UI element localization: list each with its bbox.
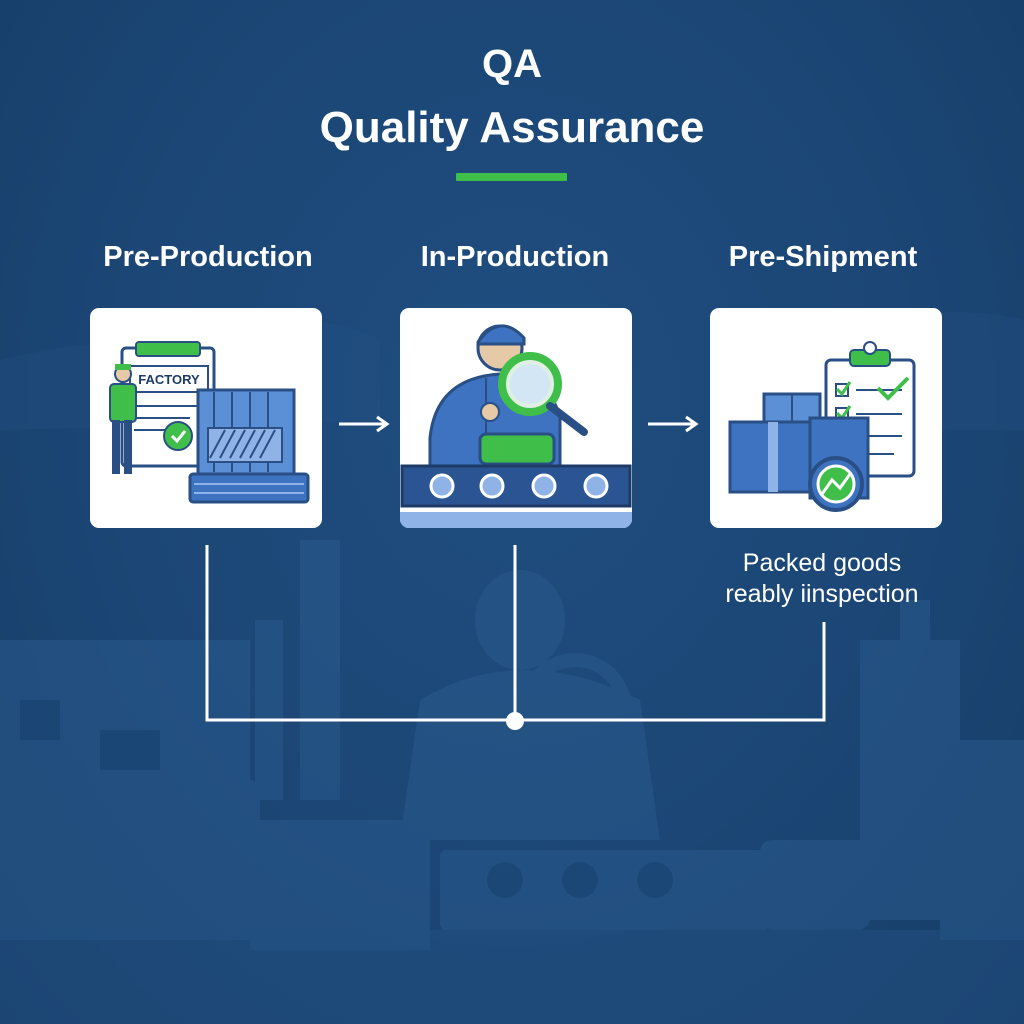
step-label-pre-shipment: Pre-Shipment xyxy=(728,241,918,273)
connector-junction-dot xyxy=(506,712,524,730)
step-label-in-production: In-Production xyxy=(420,241,610,273)
title-abbreviation: QA xyxy=(482,42,542,86)
inspector-magnifier-icon xyxy=(400,324,632,528)
caption-line-2: reably iinspection xyxy=(725,580,919,608)
arrow-right-icon xyxy=(339,415,390,433)
factory-sign-text: FACTORY xyxy=(138,372,200,387)
page-title: Quality Assurance xyxy=(319,103,705,152)
in-production-card xyxy=(400,308,632,528)
factory-clipboard-icon: FACTORY xyxy=(109,341,310,504)
step-label-pre-production: Pre-Production xyxy=(103,241,313,273)
caption-line-1: Packed goods xyxy=(742,549,902,577)
packed-boxes-checklist-icon xyxy=(728,341,916,512)
arrow-right-icon xyxy=(648,415,699,433)
title-underline xyxy=(456,173,567,181)
pre-shipment-caption: Packed goods reably iinspection xyxy=(672,548,972,610)
pre-production-card: FACTORY xyxy=(90,308,322,528)
pre-shipment-card xyxy=(710,308,942,528)
